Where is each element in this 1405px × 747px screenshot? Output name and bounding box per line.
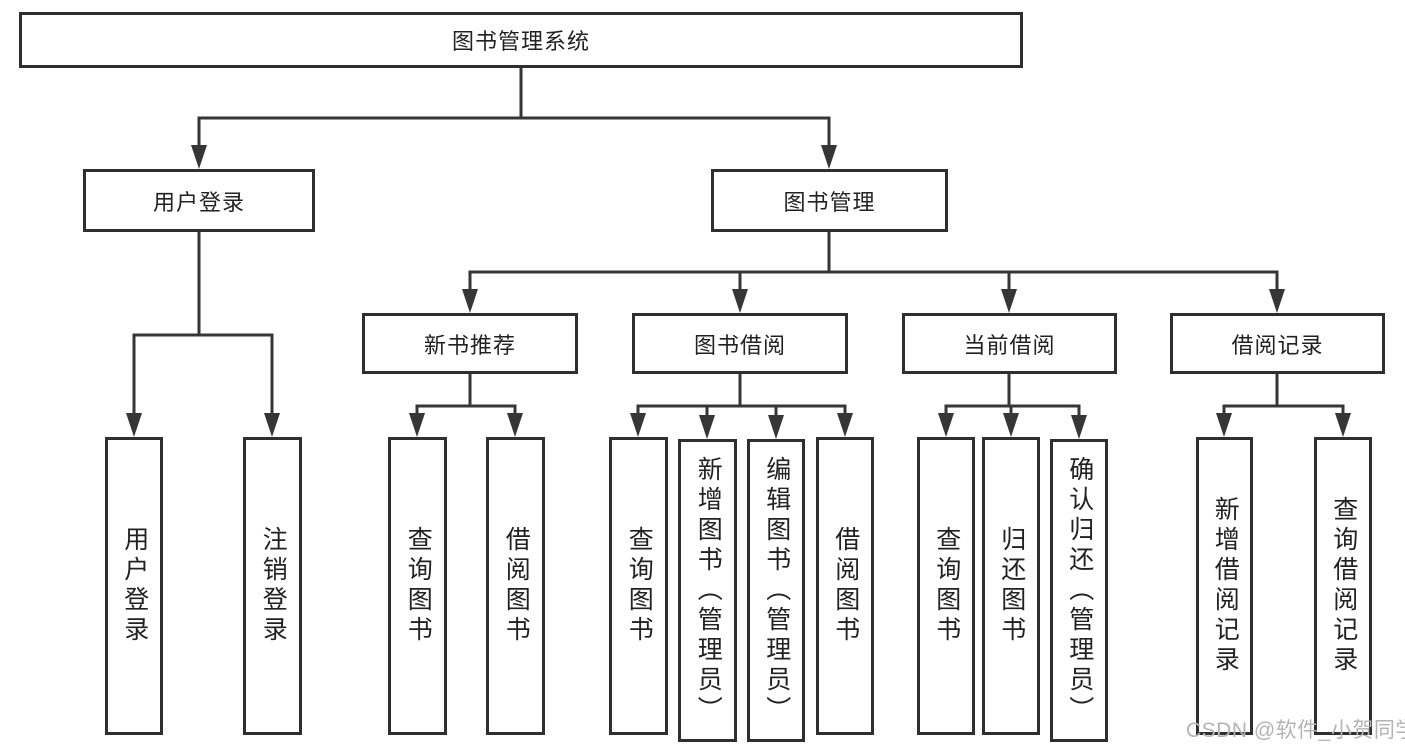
- node-library-system: 图书管理系统: [19, 12, 1023, 68]
- arrow-down-icon: [732, 289, 748, 313]
- connector-line-new-book-recommend: [415, 372, 517, 422]
- leaf-query-books-borrowing: 查询图书: [609, 437, 668, 735]
- arrow-down-icon: [126, 413, 142, 437]
- arrow-down-icon: [1071, 415, 1087, 439]
- connector-line-book-management: [468, 230, 1279, 296]
- arrow-down-icon: [191, 145, 207, 169]
- leaf-confirm-return-admin-label: 确认归还（管理员）: [1065, 455, 1094, 726]
- connector-line-root: [197, 66, 831, 152]
- leaf-query-books-recommend: 查询图书: [388, 437, 447, 735]
- watermark: CSDN @软件_小贺同学: [1186, 719, 1405, 742]
- leaf-query-borrow-record: 查询借阅记录: [1314, 437, 1372, 735]
- node-book-management-label: 图书管理: [783, 189, 876, 215]
- connector-line-user-login: [132, 230, 274, 420]
- leaf-query-books-recommend-label: 查询图书: [404, 526, 433, 646]
- arrow-down-icon: [699, 415, 715, 439]
- leaf-user-login: 用户登录: [105, 437, 163, 735]
- leaf-add-borrow-record-label: 新增借阅记录: [1211, 496, 1240, 676]
- leaf-borrow-books-recommend: 借阅图书: [486, 437, 545, 735]
- leaf-borrow-books-recommend-label: 借阅图书: [502, 526, 531, 646]
- leaf-return-books-label: 归还图书: [997, 526, 1026, 646]
- arrow-down-icon: [1269, 289, 1285, 313]
- leaf-confirm-return-admin: 确认归还（管理员）: [1050, 439, 1108, 742]
- leaf-borrow-books-borrowing-label: 借阅图书: [831, 526, 860, 646]
- leaf-add-book-admin-label: 新增图书（管理员）: [694, 455, 723, 726]
- arrow-down-icon: [462, 289, 478, 313]
- node-current-borrowing-label: 当前借阅: [963, 332, 1056, 358]
- leaf-add-borrow-record: 新增借阅记录: [1196, 437, 1253, 735]
- arrow-down-icon: [507, 413, 523, 437]
- arrow-down-icon: [264, 413, 280, 437]
- node-user-login-label: 用户登录: [152, 189, 245, 215]
- arrow-down-icon: [1335, 413, 1351, 437]
- leaf-borrow-books-borrowing: 借阅图书: [816, 437, 874, 735]
- arrow-down-icon: [630, 413, 646, 437]
- arrow-down-icon: [821, 145, 837, 169]
- leaf-user-login-label: 用户登录: [120, 526, 149, 646]
- arrow-down-icon: [1003, 413, 1019, 437]
- node-user-login: 用户登录: [83, 169, 315, 232]
- leaf-query-books-current: 查询图书: [917, 437, 975, 735]
- node-current-borrowing: 当前借阅: [902, 313, 1117, 374]
- leaf-edit-book-admin-label: 编辑图书（管理员）: [762, 455, 791, 726]
- node-book-borrowing-label: 图书借阅: [693, 332, 786, 358]
- leaf-return-books: 归还图书: [982, 437, 1040, 735]
- node-library-system-label: 图书管理系统: [451, 29, 590, 54]
- leaf-logout: 注销登录: [243, 437, 302, 735]
- arrow-down-icon: [768, 415, 784, 439]
- leaf-query-books-borrowing-label: 查询图书: [625, 526, 654, 646]
- connector-line-borrowing-records: [1222, 372, 1345, 422]
- node-book-management: 图书管理: [711, 169, 948, 232]
- leaf-edit-book-admin: 编辑图书（管理员）: [747, 439, 805, 742]
- arrow-down-icon: [1216, 413, 1232, 437]
- node-borrowing-records: 借阅记录: [1170, 313, 1385, 374]
- arrow-down-icon: [938, 413, 954, 437]
- arrow-down-icon: [409, 413, 425, 437]
- arrow-down-icon: [837, 413, 853, 437]
- node-new-book-recommend: 新书推荐: [362, 313, 578, 374]
- leaf-query-books-current-label: 查询图书: [932, 526, 961, 646]
- leaf-logout-label: 注销登录: [259, 526, 288, 646]
- connector-line-book-borrowing: [636, 372, 847, 423]
- leaf-add-book-admin: 新增图书（管理员）: [678, 439, 737, 742]
- leaf-query-borrow-record-label: 查询借阅记录: [1329, 496, 1358, 676]
- node-book-borrowing: 图书借阅: [632, 313, 848, 374]
- node-borrowing-records-label: 借阅记录: [1231, 332, 1324, 358]
- arrow-down-icon: [1001, 289, 1017, 313]
- node-new-book-recommend-label: 新书推荐: [423, 332, 516, 358]
